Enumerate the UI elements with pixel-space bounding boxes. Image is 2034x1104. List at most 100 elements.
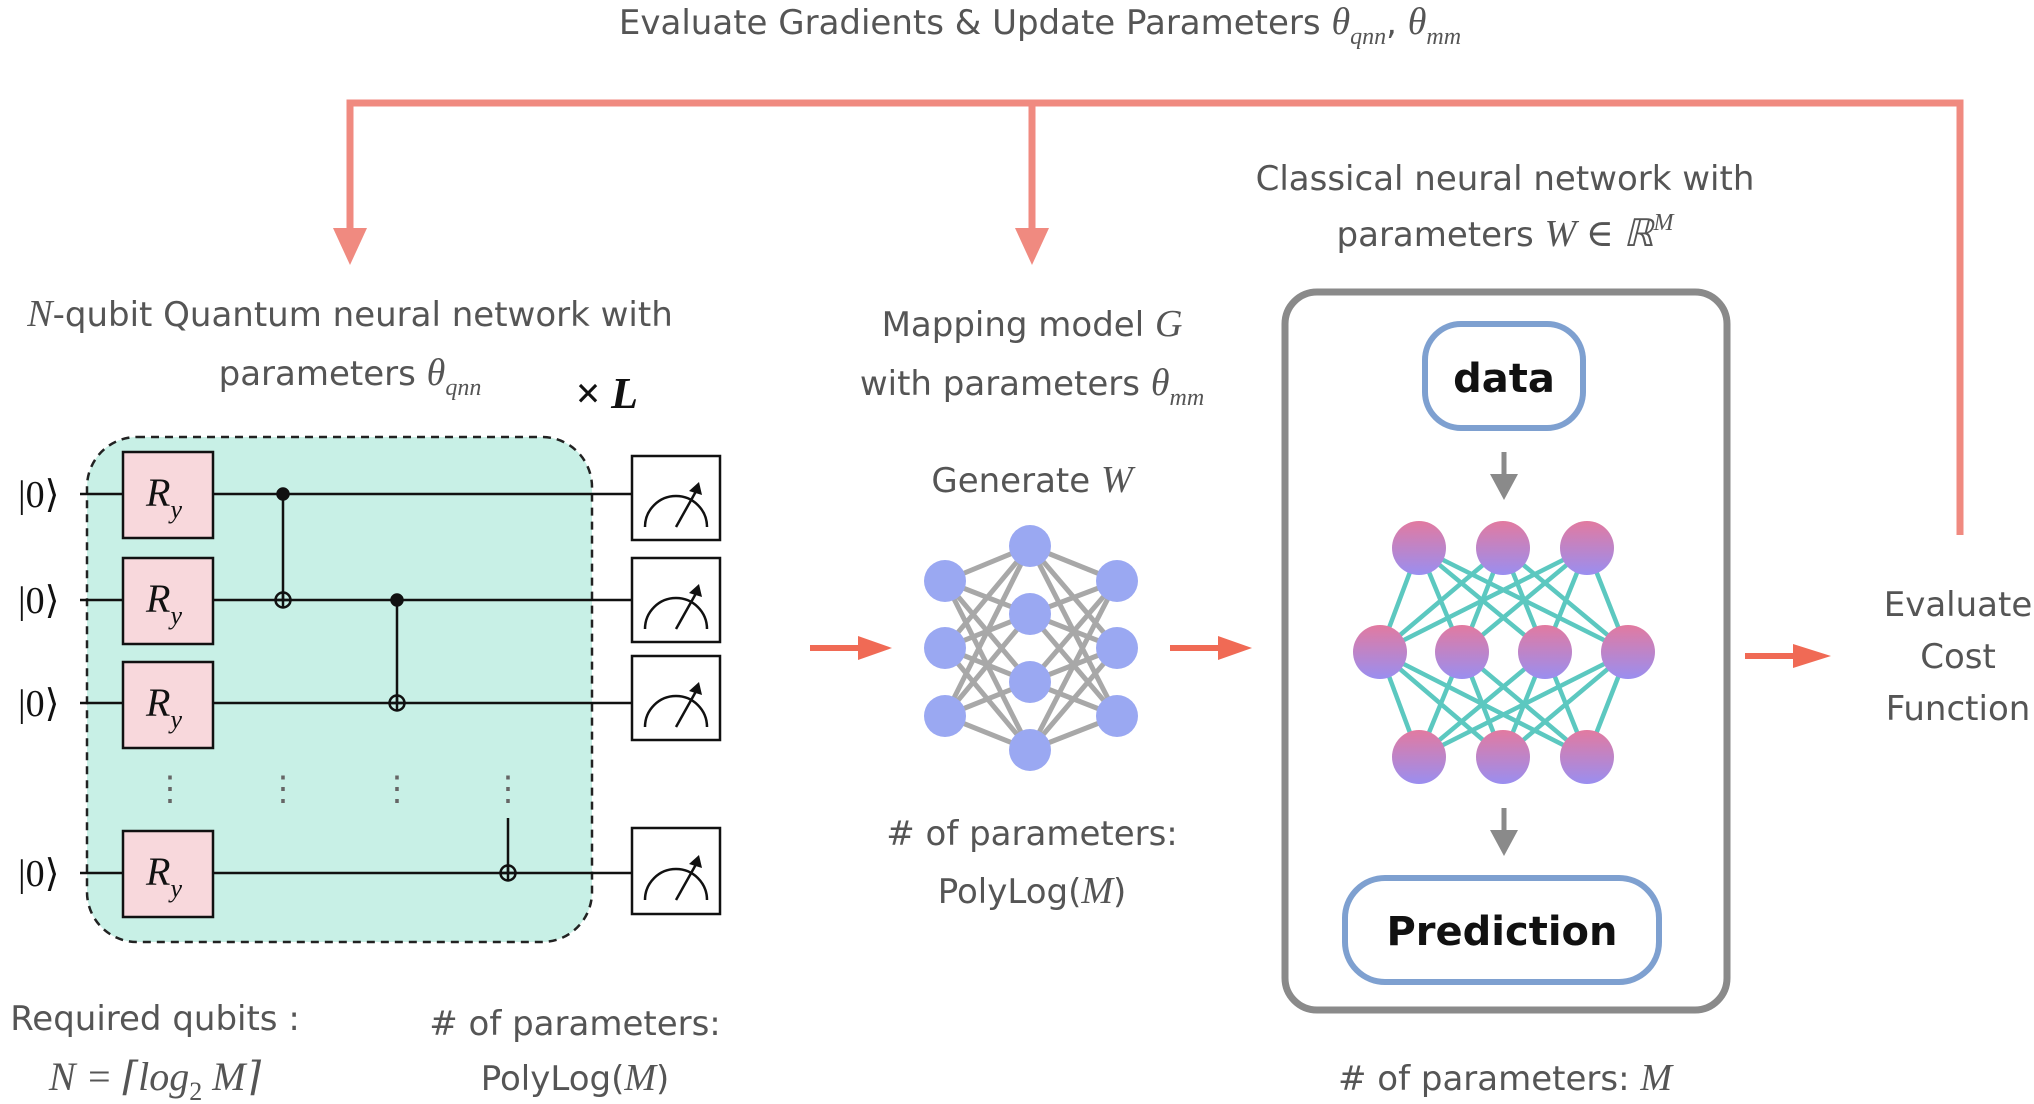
meter-box: [630, 826, 722, 916]
feedback-line: [346, 99, 1964, 535]
mapping-title-line1: Mapping model G: [882, 303, 1183, 345]
cnot-gates: [274, 487, 517, 882]
measurement: [630, 454, 722, 542]
qnn-params-label: # of parameters:: [429, 1004, 721, 1044]
cost-label-line2: Cost: [1920, 637, 1996, 677]
gate-label: Ry: [145, 470, 182, 524]
ry-gate: Ry: [121, 829, 215, 919]
network-edge: [1417, 649, 1630, 760]
classical-network: [1353, 521, 1655, 784]
network-edge: [1417, 650, 1547, 759]
vdots: ⋮: [491, 771, 525, 808]
flow-arrow: [1170, 636, 1252, 660]
prediction-pill: [1342, 875, 1662, 985]
network-node: [1009, 661, 1051, 703]
classical-params-label: # of parameters: M: [1338, 1057, 1674, 1099]
mapping-network: [924, 525, 1138, 771]
meter-arc: [643, 694, 709, 728]
network-node: [1096, 560, 1138, 602]
network-node: [1476, 521, 1530, 575]
ket-label: |0⟩: [18, 683, 59, 725]
meter-arc: [643, 596, 709, 630]
classical-title-line1: Classical neural network with: [1256, 159, 1755, 199]
cnot-control: [276, 487, 290, 501]
network-node: [1560, 730, 1614, 784]
ry-gate: Ry: [121, 660, 215, 750]
meter-arc: [643, 867, 709, 901]
network-edge: [1027, 579, 1120, 752]
measurement: [630, 556, 722, 644]
network-node: [1009, 729, 1051, 771]
network-edge: [1378, 545, 1589, 655]
vdots: ⋮: [266, 771, 300, 808]
ket-label: |0⟩: [18, 853, 59, 895]
classical-title-line2: parameters W ∈ ℝM: [1337, 210, 1676, 255]
down-arrow: [1490, 808, 1518, 856]
prediction-label: Prediction: [1386, 909, 1617, 955]
network-node: [1392, 730, 1446, 784]
meter-needle-tip: [689, 482, 702, 495]
cnot-control: [390, 593, 404, 607]
generate-w-label: Generate W: [931, 459, 1136, 501]
network-node: [1009, 525, 1051, 567]
repeat-label: × L: [575, 369, 638, 418]
meter-box: [630, 454, 722, 542]
ry-gate: Ry: [121, 450, 215, 540]
network-node: [1096, 695, 1138, 737]
mapping-params-value: PolyLog(M): [938, 870, 1127, 912]
feedback-loop: [346, 99, 1964, 535]
mapping-title-line2: with parameters θmm: [860, 362, 1204, 411]
gate-label: Ry: [145, 576, 182, 630]
feedback-arrowhead-qnn: [333, 228, 367, 265]
network-node: [1601, 625, 1655, 679]
network-node: [1392, 521, 1446, 575]
network-node: [1009, 593, 1051, 635]
network-edge: [943, 544, 1032, 650]
meter-needle-tip: [689, 584, 702, 597]
classical-network-box: [1281, 288, 1731, 1014]
flow-arrowhead: [1793, 644, 1831, 668]
flow-arrow: [1745, 644, 1831, 668]
feedback-arrowhead-mapping: [1015, 228, 1049, 265]
ket-label: |0⟩: [18, 580, 59, 622]
measurement: [630, 826, 722, 916]
gate-box: [121, 829, 215, 919]
mapping-params-label: # of parameters:: [886, 814, 1178, 854]
network-node: [1353, 625, 1407, 679]
flow-arrow: [810, 636, 892, 660]
network-node: [1096, 627, 1138, 669]
network-node: [1435, 625, 1489, 679]
network-edge: [1028, 579, 1119, 684]
network-node: [924, 695, 966, 737]
qnn-params-value: PolyLog(M): [481, 1057, 670, 1099]
gate-label: Ry: [145, 849, 182, 903]
qnn-title-line1: N-qubit Quantum neural network with: [26, 293, 673, 335]
required-qubits-formula: N = ⌈log2 M⌉: [48, 1054, 262, 1104]
network-node: [924, 560, 966, 602]
data-label: data: [1453, 356, 1555, 402]
network-edge: [1501, 650, 1630, 759]
network-node: [1518, 625, 1572, 679]
flow-arrowhead: [858, 636, 892, 660]
header-title: Evaluate Gradients & Update Parameters θ…: [619, 1, 1461, 50]
network-node: [1476, 730, 1530, 784]
network-edge: [942, 544, 1033, 718]
vdots: ⋮: [380, 771, 414, 808]
gate-box: [121, 450, 215, 540]
down-arrowhead: [1490, 474, 1518, 500]
required-qubits-label: Required qubits :: [10, 999, 300, 1039]
meter-box: [630, 654, 722, 742]
network-edge: [943, 612, 1032, 718]
meter-arc: [643, 494, 709, 528]
gate-box: [121, 660, 215, 750]
meter-box: [630, 556, 722, 644]
down-arrow: [1490, 452, 1518, 500]
ket-label: |0⟩: [18, 474, 59, 516]
network-node: [924, 627, 966, 669]
qnn-title-line2: parameters θqnn: [219, 352, 482, 401]
down-arrowhead: [1490, 830, 1518, 856]
gate-label: Ry: [145, 680, 182, 734]
network-node: [1560, 521, 1614, 575]
vdots: ⋮: [153, 771, 187, 808]
ry-gate: Ry: [121, 556, 215, 646]
